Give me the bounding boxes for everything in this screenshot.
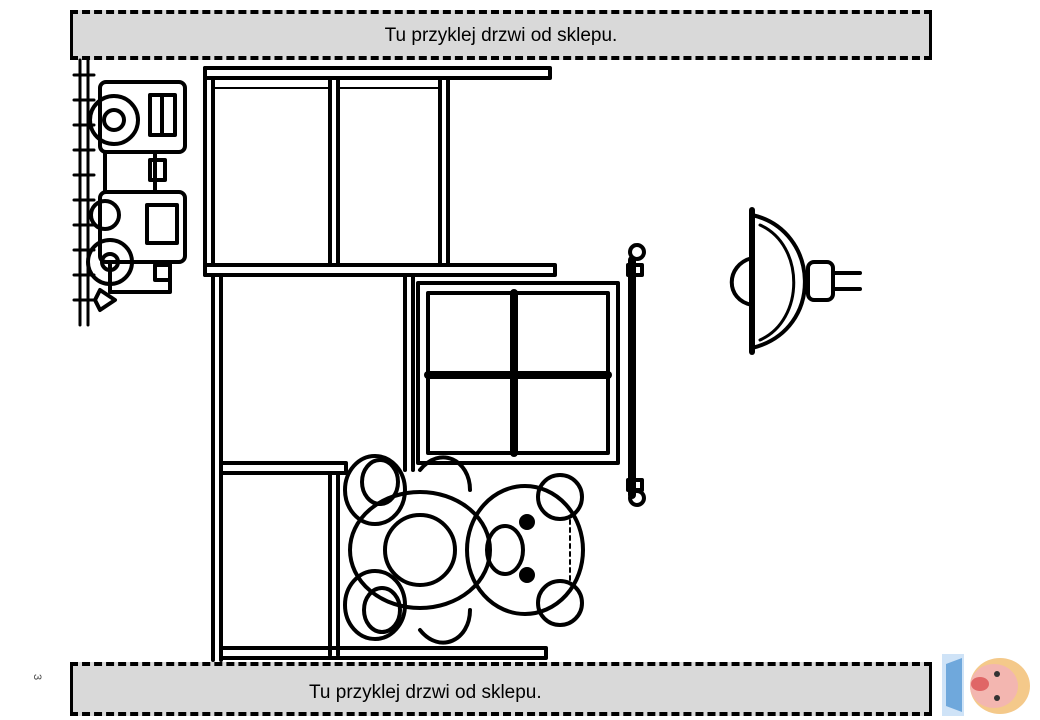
top-strip-label: Tu przyklej drzwi od sklepu. — [384, 25, 618, 46]
toy-train-icon — [72, 58, 187, 327]
bottom-glue-strip: Tu przyklej drzwi od sklepu. — [70, 662, 932, 716]
bottom-strip-label: Tu przyklej drzwi od sklepu. — [309, 682, 542, 703]
ceiling-lamp-icon — [729, 207, 862, 355]
shelf-icon — [203, 66, 557, 662]
top-glue-strip: Tu przyklej drzwi od sklepu. — [70, 10, 932, 60]
teddy-bear-icon — [343, 454, 585, 645]
page-number: 3 — [31, 673, 44, 681]
window-icon — [416, 243, 646, 507]
baby-face-icon — [942, 654, 1030, 716]
